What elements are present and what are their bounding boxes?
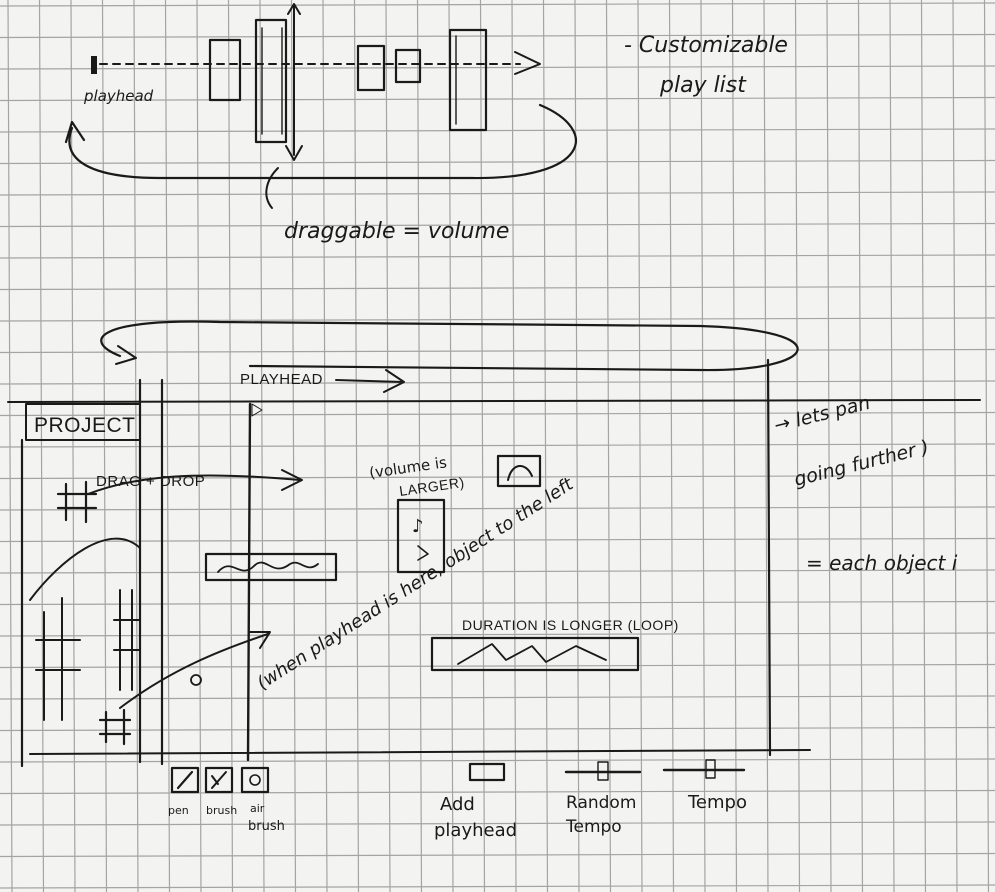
random-tempo-label: Random xyxy=(566,793,636,813)
volume-drag-arrow xyxy=(285,3,303,161)
add-playhead-control[interactable]: Add playhead xyxy=(434,762,517,841)
project-asset-ladder xyxy=(56,480,98,524)
random-tempo-label-2: Tempo xyxy=(565,817,622,837)
customizable-note: - Customizable xyxy=(624,33,788,58)
add-playhead-label: Add xyxy=(440,794,475,815)
add-playhead-label-2: playhead xyxy=(434,820,517,841)
random-tempo-handle[interactable] xyxy=(597,761,609,781)
tempo-handle[interactable] xyxy=(705,759,716,779)
clip-2-tall[interactable] xyxy=(254,18,288,144)
playlist-sketch: playhead - Customizable play list dragga… xyxy=(64,3,788,244)
volume-clip[interactable] xyxy=(396,498,446,574)
airbrush-label: air xyxy=(250,802,265,815)
playhead-marker[interactable] xyxy=(91,56,97,74)
clip-1[interactable] xyxy=(208,38,242,102)
clip-3[interactable] xyxy=(356,44,386,92)
pen-label: pen xyxy=(168,804,189,817)
brush-icon xyxy=(204,766,234,794)
pen-tool[interactable]: pen xyxy=(168,766,200,817)
airbrush-tool[interactable]: air brush xyxy=(240,766,285,834)
clip-5-tall[interactable] xyxy=(448,28,488,132)
draggable-volume-label: draggable = volume xyxy=(284,219,509,244)
clip-4[interactable] xyxy=(394,48,422,84)
customizable-note-2: play list xyxy=(659,73,747,98)
waveform-clip[interactable] xyxy=(204,552,338,582)
toolbar-sketch: pen brush air brush Add playhead Random … xyxy=(168,759,747,841)
each-object-note: = each object i xyxy=(806,551,958,575)
project-label: PROJECT xyxy=(34,414,136,437)
small-icon-clip[interactable] xyxy=(496,454,542,488)
random-tempo-slider[interactable]: Random Tempo xyxy=(564,761,642,837)
tempo-label: Tempo xyxy=(687,792,747,813)
brush-label: brush xyxy=(206,804,237,817)
airbrush-label-2: brush xyxy=(248,819,285,834)
note-glyph: ♪ xyxy=(412,516,424,537)
project-asset-sheet xyxy=(29,537,141,721)
project-panel[interactable] xyxy=(25,403,141,441)
pen-icon xyxy=(170,766,200,794)
tempo-slider[interactable]: Tempo xyxy=(662,759,747,813)
duration-label: DURATION IS LONGER (LOOP) xyxy=(462,617,679,633)
brush-tool[interactable]: brush xyxy=(204,766,237,817)
project-asset-small xyxy=(98,708,132,746)
canvas-playhead-label: PLAYHEAD xyxy=(240,371,323,388)
loop-clip[interactable] xyxy=(430,636,640,672)
playhead-label: playhead xyxy=(83,87,154,105)
airbrush-icon xyxy=(240,766,270,794)
add-playhead-icon xyxy=(468,762,506,782)
canvas-playhead-line[interactable] xyxy=(246,402,252,762)
